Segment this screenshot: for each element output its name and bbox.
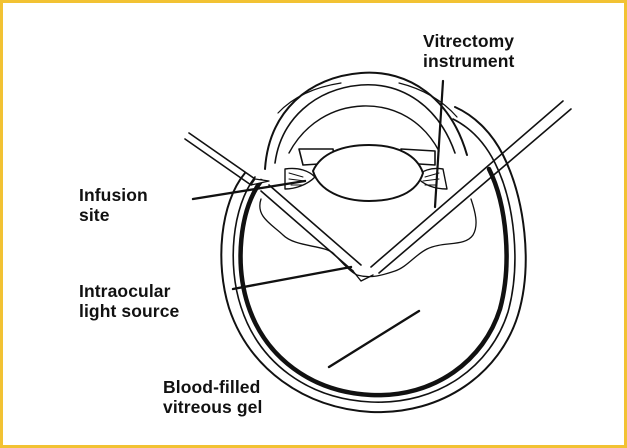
label-light-line2: light source (79, 301, 179, 321)
label-blood-line2: vitreous gel (163, 397, 262, 417)
label-vitrectomy-line1: Vitrectomy (423, 31, 514, 51)
iris-band-right (399, 83, 457, 117)
leader-blood (329, 311, 419, 367)
label-blood-line1: Blood-filled (163, 377, 262, 397)
label-vitrectomy-instrument: Vitrectomy instrument (423, 31, 514, 71)
label-infusion-site: Infusion site (79, 185, 148, 225)
label-vitrectomy-line2: instrument (423, 51, 514, 71)
vitreous-membrane (260, 199, 476, 277)
label-blood-filled-vitreous-gel: Blood-filled vitreous gel (163, 377, 262, 417)
label-light-line1: Intraocular (79, 281, 179, 301)
label-infusion-line2: site (79, 205, 148, 225)
lens (313, 145, 423, 201)
leader-light (233, 267, 351, 289)
label-infusion-line1: Infusion (79, 185, 148, 205)
infusion-cannula (185, 133, 255, 185)
eye-cross-section-diagram (6, 6, 627, 448)
label-intraocular-light-source: Intraocular light source (79, 281, 179, 321)
retina-band (241, 169, 507, 395)
